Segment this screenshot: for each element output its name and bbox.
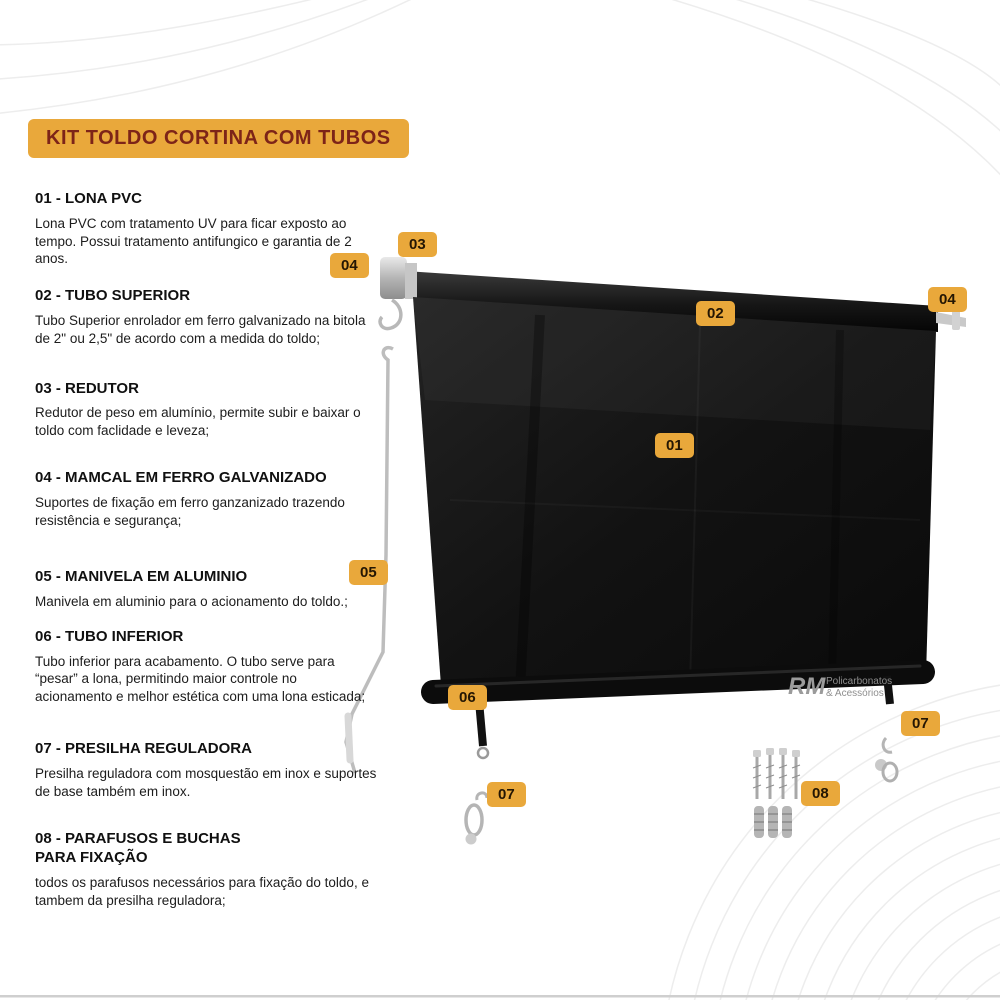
- page-title: KIT TOLDO CORTINA COM TUBOS: [28, 119, 409, 158]
- badge-08-parafusos: 08: [801, 781, 840, 806]
- top-tube: [405, 271, 938, 332]
- section-heading: 06 - TUBO INFERIOR: [35, 627, 184, 645]
- section-heading: 05 - MANIVELA EM ALUMINIO: [35, 568, 248, 586]
- section-heading: 01 - LONA PVC: [35, 190, 142, 207]
- left-strap-hook: [464, 700, 490, 845]
- screws-and-anchors: [752, 748, 801, 838]
- section-body: Redutor de peso em alumínio, permite sub…: [35, 405, 361, 439]
- section-02-tubo-superior: 02 - TUBO SUPERIOR Tubo Superior enrolad…: [35, 287, 377, 347]
- section-body: todos os parafusos necessários para fixa…: [35, 874, 369, 908]
- brand-watermark: RM Policarbonatos & Acessórios: [788, 673, 892, 700]
- badge-03-redutor: 03: [398, 232, 437, 257]
- crank-rod: [344, 346, 394, 774]
- brand-initials: RM: [788, 673, 826, 700]
- badge-01-lona: 01: [655, 433, 694, 458]
- section-07-presilha: 07 - PRESILHA REGULADORA Presilha regula…: [35, 740, 377, 800]
- section-body: Manivela em aluminio para o acionamento …: [35, 594, 348, 610]
- badge-05-manivela: 05: [349, 560, 388, 585]
- section-08-parafusos: 08 - PARAFUSOS E BUCHAS PARA FIXAÇÃO tod…: [35, 830, 377, 909]
- section-06-tubo-inferior: 06 - TUBO INFERIOR Tubo inferior para ac…: [35, 628, 377, 706]
- section-01-lona-pvc: 01 - LONA PVC Lona PVC com tratamento UV…: [35, 190, 377, 268]
- section-body: Presilha reguladora com mosquestão em in…: [35, 765, 377, 799]
- section-body: Tubo inferior para acabamento. O tubo se…: [35, 653, 366, 705]
- brand-line2: & Acessórios: [826, 688, 884, 699]
- left-end-cap: [378, 257, 417, 331]
- section-body: Tubo Superior enrolador em ferro galvani…: [35, 312, 366, 346]
- section-heading: 03 - REDUTOR: [35, 379, 139, 397]
- badge-06-tubo-inferior: 06: [448, 685, 487, 710]
- right-strap-hook: [875, 675, 899, 783]
- badge-02-tubo-superior: 02: [696, 301, 735, 326]
- badge-07-left: 07: [487, 782, 526, 807]
- section-heading: 07 - PRESILHA REGULADORA: [35, 740, 252, 758]
- section-heading: 02 - TUBO SUPERIOR: [35, 287, 191, 305]
- left-hook: [378, 298, 403, 331]
- section-body: Suportes de fixação em ferro ganzanizado…: [35, 494, 345, 528]
- bottom-rule: [0, 995, 1000, 998]
- section-heading: 08 - PARAFUSOS E BUCHAS PARA FIXAÇÃO: [35, 830, 241, 867]
- bottom-tube: [421, 660, 935, 704]
- section-03-redutor: 03 - REDUTOR Redutor de peso em alumínio…: [35, 380, 377, 440]
- badge-04-right: 04: [928, 287, 967, 312]
- section-05-manivela: 05 - MANIVELA EM ALUMINIO Manivela em al…: [35, 568, 377, 611]
- brand-line1: Policarbonatos: [826, 676, 892, 687]
- badge-04-left: 04: [330, 253, 369, 278]
- section-04-mamcal: 04 - MAMCAL EM FERRO GALVANIZADO Suporte…: [35, 469, 377, 529]
- section-body: Lona PVC com tratamento UV para ficar ex…: [35, 215, 352, 267]
- badge-07-right: 07: [901, 711, 940, 736]
- section-heading: 04 - MAMCAL EM FERRO GALVANIZADO: [35, 468, 327, 486]
- tarp-lona: [413, 297, 936, 700]
- description-column: 01 - LONA PVC Lona PVC com tratamento UV…: [35, 190, 377, 910]
